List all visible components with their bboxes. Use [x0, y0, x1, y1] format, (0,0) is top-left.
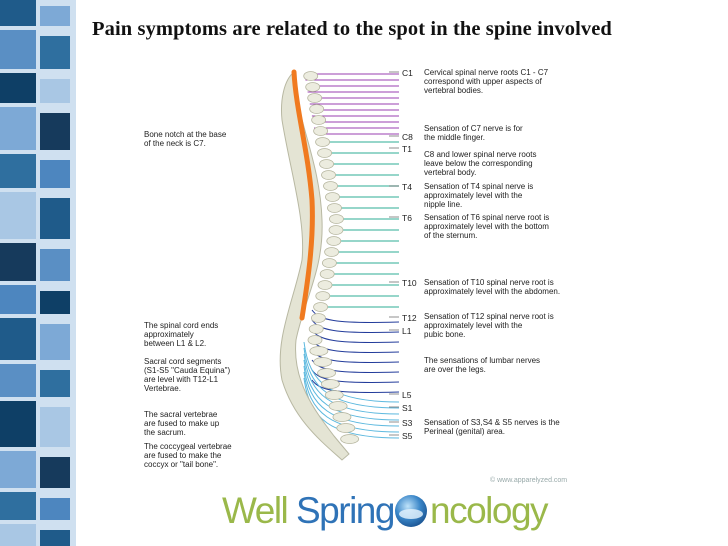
spinal-cord [291, 69, 315, 321]
note-coccygeal: The coccygeal vertebrae are fused to mak… [144, 442, 232, 469]
vertebra [317, 368, 336, 378]
vertebra [329, 214, 344, 224]
note-c8-lower: C8 and lower spinal nerve roots leave be… [424, 150, 537, 177]
wellspring-oncology-logo: Well Spring ncology [222, 488, 562, 534]
vertebra [308, 324, 324, 334]
vertebra [336, 423, 356, 433]
vertebra [328, 225, 344, 235]
vertebra [321, 170, 336, 180]
vertebra [340, 434, 360, 444]
vertebra [313, 126, 329, 136]
logo-orb-icon [395, 495, 427, 527]
nerve-line-lumbar [311, 309, 400, 323]
vertebra [328, 401, 348, 411]
logo-text-ncology: ncology [430, 490, 549, 531]
note-t4: Sensation of T4 spinal nerve is approxim… [424, 182, 534, 209]
note-sacral-segments: Sacral cord segments (S1-S5 "Cauda Equin… [144, 357, 231, 393]
note-sacral: Sensation of S3,S4 & S5 nerves is the Pe… [424, 418, 560, 436]
nerve-line-sacral [303, 365, 400, 427]
vertebra [321, 258, 337, 268]
logo-text-well: Well [222, 490, 289, 531]
vertebra [305, 82, 321, 92]
note-t12: Sensation of T12 spinal nerve root is ap… [424, 312, 554, 339]
decorative-side-strip [0, 0, 76, 546]
vertebra [326, 236, 342, 246]
level-label-t6: T6 [402, 213, 412, 223]
vertebra [309, 104, 325, 114]
note-lumbar: The sensations of lumbar nerves are over… [424, 356, 541, 374]
vertebra [317, 280, 333, 290]
vertebra [307, 93, 323, 103]
copyright-text: © www.apparelyzed.com [490, 477, 568, 484]
vertebra [319, 159, 334, 169]
spine-column [279, 70, 350, 461]
note-t10: Sensation of T10 spinal nerve root is ap… [424, 278, 561, 296]
level-label-s5: S5 [402, 431, 413, 441]
level-label-l5: L5 [402, 390, 412, 400]
nerve-line-sacral [303, 371, 400, 433]
vertebra [307, 335, 323, 345]
spine-illustration [279, 69, 400, 461]
spine-diagram: Bone notch at the base of the neck is C7… [144, 50, 600, 498]
note-bone-notch: Bone notch at the base of the neck is C7… [144, 130, 227, 148]
vertebra [313, 302, 329, 312]
vertebra [332, 412, 352, 422]
note-t6: Sensation of T6 spinal nerve root is app… [424, 213, 550, 240]
nerve-line-sacral [303, 359, 400, 421]
level-label-t1: T1 [402, 144, 412, 154]
vertebra [315, 291, 331, 301]
level-label-t4: T4 [402, 182, 412, 192]
nerve-line-sacral [303, 347, 400, 409]
vertebra [325, 192, 340, 202]
level-label-t12: T12 [402, 313, 417, 323]
vertebra [317, 148, 332, 158]
nerve-line-sacral [303, 377, 400, 439]
vertebra [320, 379, 340, 389]
vertebra [324, 247, 340, 257]
vertebra [323, 181, 338, 191]
level-label-s3: S3 [402, 418, 413, 428]
vertebra [313, 357, 333, 367]
nerve-line-lumbar [311, 319, 400, 333]
vertebra [303, 71, 319, 81]
vertebra [327, 203, 342, 213]
note-cervical: Cervical spinal nerve roots C1 - C7 corr… [424, 68, 549, 95]
level-label-c1: C1 [402, 68, 413, 78]
level-label-t10: T10 [402, 278, 417, 288]
vertebra [310, 313, 326, 323]
slide-title: Pain symptoms are related to the spot in… [92, 18, 612, 40]
level-label-c8: C8 [402, 132, 413, 142]
note-c7: Sensation of C7 nerve is for the middle … [424, 124, 523, 142]
vertebra [309, 346, 329, 356]
note-sacral-fused: The sacral vertebrae are fused to make u… [144, 410, 220, 437]
logo-text-spring: Spring [296, 490, 395, 531]
vertebra [324, 390, 344, 400]
level-label-l1: L1 [402, 326, 412, 336]
level-label-s1: S1 [402, 403, 413, 413]
vertebra [319, 269, 335, 279]
nerve-line-sacral [303, 353, 400, 415]
note-cord-ends: The spinal cord ends approximately betwe… [144, 321, 219, 348]
vertebra [315, 137, 331, 147]
vertebra [311, 115, 327, 125]
